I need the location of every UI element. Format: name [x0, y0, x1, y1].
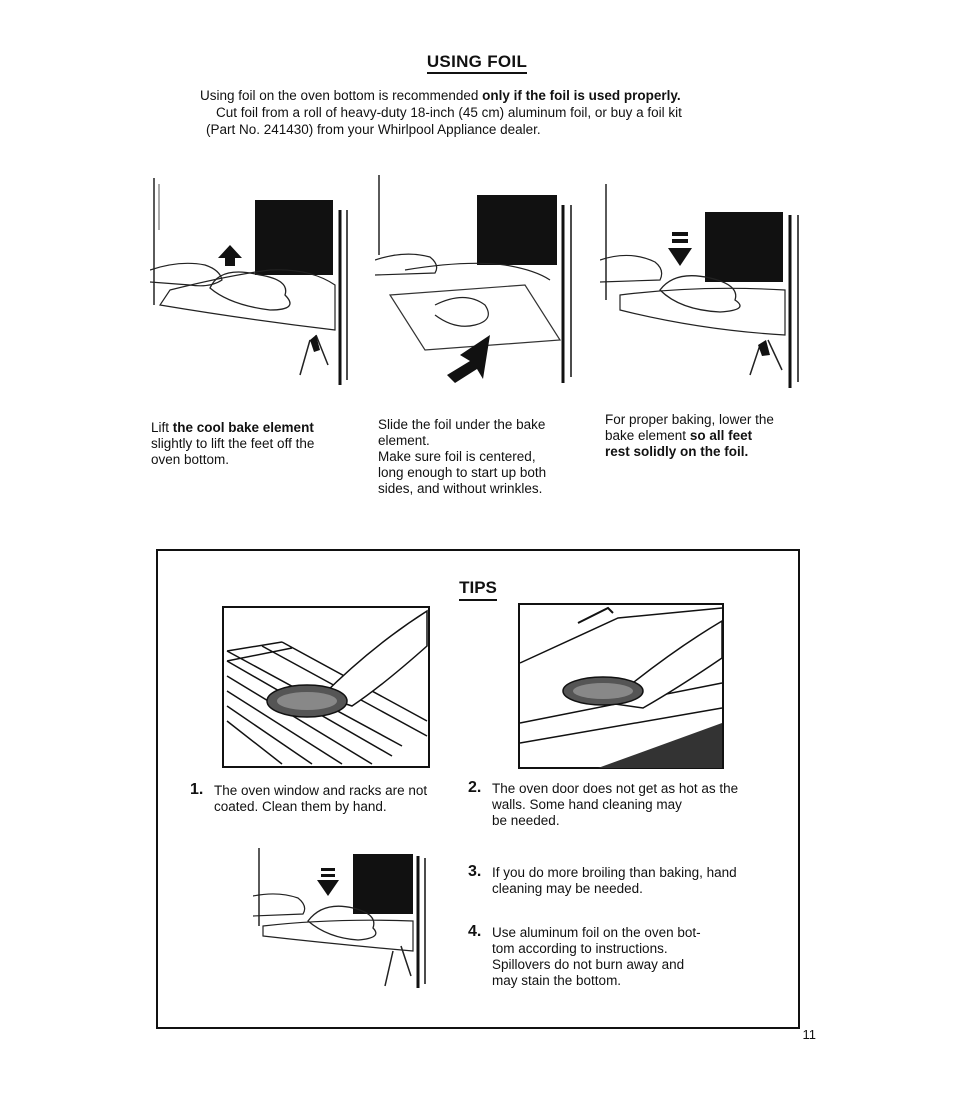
intro-paragraph: Using foil on the oven bottom is recomme…	[200, 87, 780, 138]
step-1-caption-regular: Lift	[151, 420, 173, 435]
intro-line-1-bold: only if the foil is used properly.	[482, 88, 681, 103]
tip-3: 3. If you do more broiling than baking, …	[468, 863, 778, 897]
step-2-caption-line-3: Make sure foil is centered,	[378, 449, 536, 464]
up-arrow-icon	[218, 245, 242, 266]
tip-4-illustration	[253, 836, 433, 996]
intro-line-2: Cut foil from a roll of heavy-duty 18-in…	[216, 105, 682, 120]
page-number: 11	[802, 1027, 817, 1042]
tip-2-line-2: walls. Some hand cleaning may	[492, 797, 682, 812]
step-1-caption-line-3: oven bottom.	[151, 452, 230, 467]
tip-4-number: 4.	[468, 923, 482, 940]
tip-1-line-2: coated. Clean them by hand.	[214, 799, 387, 814]
intro-line-1-regular: Using foil on the oven bottom is recomme…	[200, 88, 483, 103]
tip-4-line-2: tom according to instructions.	[492, 941, 668, 956]
tip-2: 2. The oven door does not get as hot as …	[468, 779, 778, 829]
tips-title-text: TIPS	[459, 578, 497, 601]
step-3-caption-line-2: bake element so all feet	[605, 428, 805, 444]
tip-4-line-1: Use aluminum foil on the oven bot-	[492, 925, 701, 940]
tip-1: 1. The oven window and racks are not coa…	[190, 781, 460, 815]
step-2-caption-line-4: long enough to start up both	[378, 465, 547, 480]
tip-1-illustration	[222, 606, 430, 768]
tip-3-number: 3.	[468, 863, 482, 880]
step-1-caption: Lift the cool bake element slightly to l…	[151, 420, 351, 468]
tip-2-line-3: be needed.	[492, 813, 560, 828]
tips-box: TIPS	[156, 549, 800, 1029]
diagonal-arrow-icon	[447, 335, 490, 383]
step-1-caption-line-2: slightly to lift the feet off the	[151, 436, 315, 451]
step-1-caption-bold: the cool bake element	[172, 420, 314, 435]
step-2-caption-line-1: Slide the foil under the bake	[378, 417, 546, 432]
step-3-caption-line-3: rest solidly on the foil.	[605, 444, 805, 460]
step-2-caption: Slide the foil under the bake element. M…	[378, 417, 588, 497]
tip-4-line-3: Spillovers do not burn away and	[492, 957, 685, 972]
step-3-illustration	[600, 170, 810, 395]
tip-4: 4. Use aluminum foil on the oven bot- to…	[468, 923, 778, 989]
tip-2-line-1: The oven door does not get as hot as the	[492, 781, 739, 796]
step-3-caption: For proper baking, lower the bake elemen…	[605, 412, 805, 460]
step-1-caption-line-1: Lift the cool bake element	[151, 420, 351, 436]
step-3-caption-bold-2: rest solidly on the foil.	[605, 444, 749, 459]
step-3-caption-bold: so all feet	[689, 428, 753, 443]
tip-1-line-1: The oven window and racks are not	[214, 783, 428, 798]
tip-1-number: 1.	[190, 781, 204, 798]
step-2-caption-line-5: sides, and without wrinkles.	[378, 481, 543, 496]
down-arrow-icon	[668, 232, 692, 266]
intro-line-1: Using foil on the oven bottom is recomme…	[200, 87, 780, 104]
tips-title: TIPS	[158, 578, 798, 601]
intro-line-3: (Part No. 241430) from your Whirlpool Ap…	[206, 122, 541, 137]
step-2-caption-line-2: element.	[378, 433, 430, 448]
down-arrow-icon	[317, 868, 339, 896]
step-2-illustration	[375, 165, 585, 395]
step-3-caption-line-1: For proper baking, lower the	[605, 412, 774, 427]
step-1-illustration	[150, 170, 355, 395]
tip-3-line-2: cleaning may be needed.	[492, 881, 643, 896]
tip-4-line-4: may stain the bottom.	[492, 973, 622, 988]
tip-3-line-1: If you do more broiling than baking, han…	[492, 865, 737, 880]
tip-2-illustration	[518, 603, 724, 769]
tip-2-number: 2.	[468, 779, 482, 796]
page-title-text: USING FOIL	[426, 52, 528, 74]
step-3-caption-regular: bake element	[605, 428, 690, 443]
page-title: USING FOIL	[0, 52, 954, 74]
